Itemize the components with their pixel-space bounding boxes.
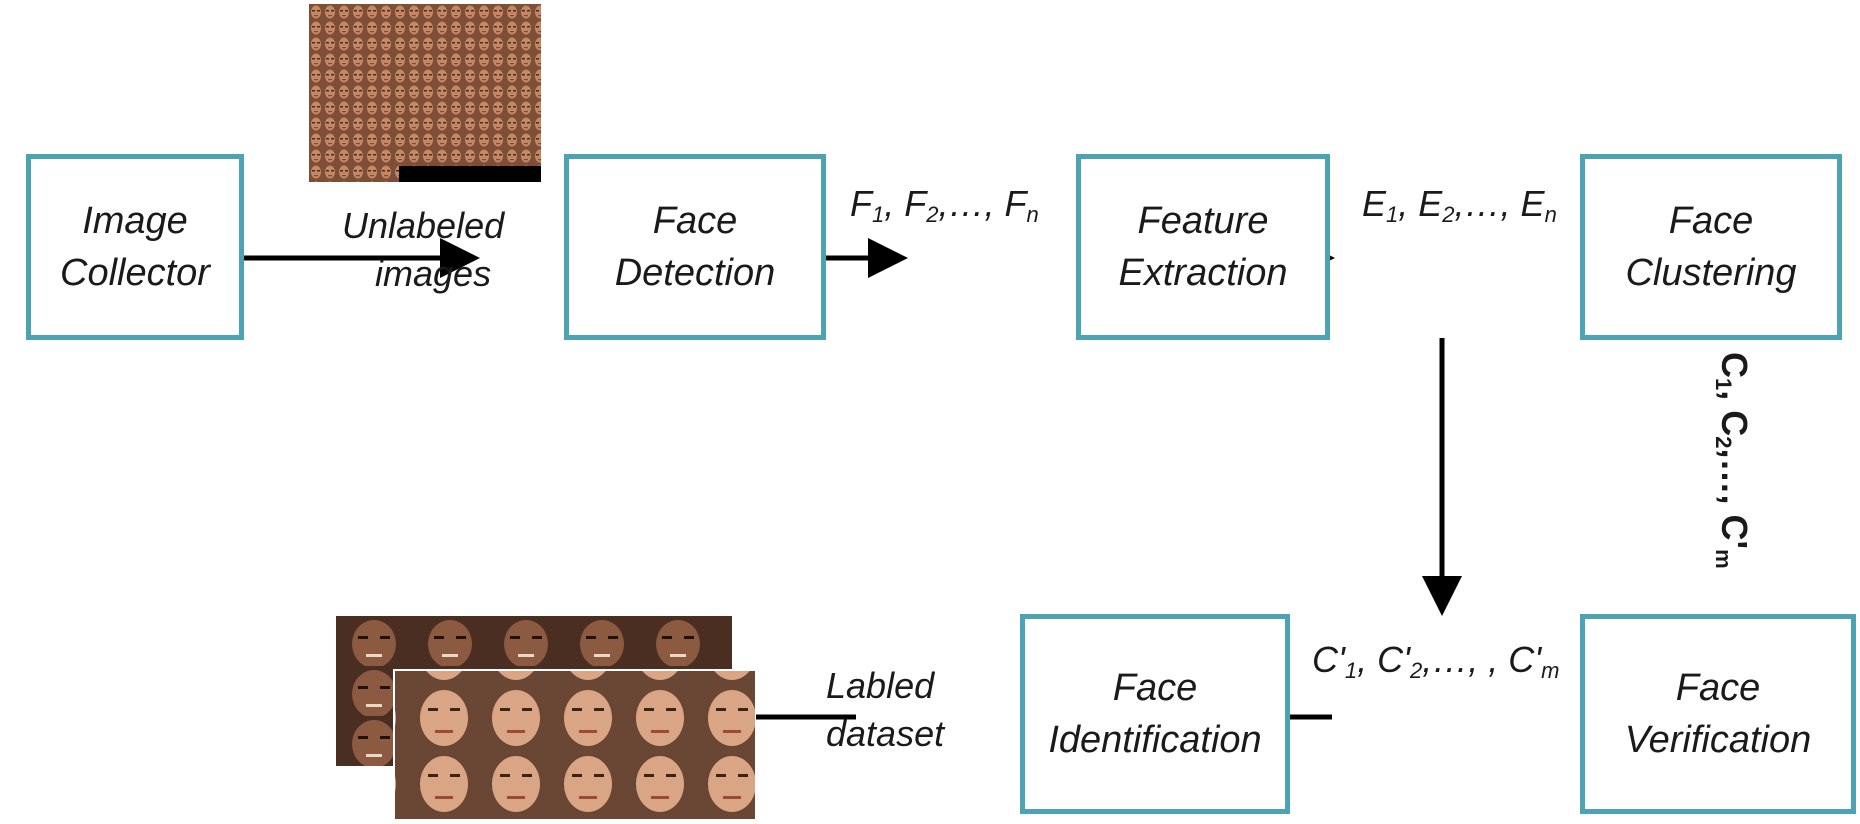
box-label-line2: Identification: [1048, 719, 1262, 761]
seq-part: F: [850, 183, 872, 224]
box-label-line1: Face: [1675, 667, 1761, 709]
seq-part: , E: [1398, 183, 1443, 224]
box-label-line1: Face: [652, 200, 738, 242]
f-sequence-label: F1, F2,…, Fn: [850, 180, 1039, 239]
label-line1: Unlabeled: [342, 205, 505, 246]
feature-extraction-box: Feature Extraction: [1076, 154, 1330, 340]
box-label-line2: Clustering: [1625, 252, 1797, 294]
seq-part: , C: [1714, 390, 1755, 437]
seq-sub: n: [1026, 202, 1039, 227]
seq-part: , F: [884, 183, 927, 224]
seq-sub: 1: [1386, 202, 1399, 227]
c-sequence-label: C1, C2,…, C'm: [1699, 352, 1758, 569]
seq-part: ,…, E: [1454, 183, 1545, 224]
box-label-line1: Image: [82, 200, 188, 242]
labeled-dataset-label: Labled dataset: [826, 662, 944, 758]
seq-part: , C': [1357, 639, 1410, 680]
face-verification-box: Face Verification: [1580, 614, 1856, 814]
seq-part: ,…, , C': [1422, 639, 1542, 680]
label-line2: dataset: [826, 713, 945, 754]
seq-part: E: [1362, 183, 1387, 224]
e-sequence-label: E1, E2,…, En: [1362, 180, 1557, 239]
labeled-faces-image: [336, 616, 756, 820]
box-label-line2: Collector: [60, 252, 210, 294]
seq-sub: m: [1541, 658, 1560, 683]
seq-sub: 2: [1711, 436, 1736, 449]
face-clustering-box: Face Clustering: [1580, 154, 1842, 340]
seq-sub: 2: [1442, 202, 1455, 227]
box-label-line2: Detection: [614, 252, 776, 294]
seq-sub: 2: [926, 202, 939, 227]
seq-part: C': [1312, 639, 1345, 680]
seq-part: ,…, C': [1714, 448, 1755, 550]
unlabeled-images-label: Unlabeled images: [342, 202, 504, 298]
box-label-line1: Feature: [1137, 200, 1269, 242]
c-prime-sequence-label: C'1, C'2,…, , C'm: [1312, 636, 1559, 695]
box-label-line1: Face: [1668, 200, 1754, 242]
box-label-line1: Face: [1112, 667, 1198, 709]
label-line2: images: [375, 253, 492, 294]
seq-part: ,…, F: [938, 183, 1027, 224]
seq-sub: n: [1544, 202, 1557, 227]
face-detection-box: Face Detection: [564, 154, 826, 340]
label-line1: Labled: [826, 665, 935, 706]
seq-part: C: [1714, 352, 1755, 378]
unlabeled-faces-image: [309, 4, 541, 182]
seq-sub: 1: [1344, 658, 1358, 683]
seq-sub: 1: [872, 202, 885, 227]
face-identification-box: Face Identification: [1020, 614, 1290, 814]
seq-sub: m: [1711, 549, 1736, 569]
image-collector-box: Image Collector: [26, 154, 244, 340]
box-label-line2: Extraction: [1118, 252, 1288, 294]
seq-sub: 2: [1410, 658, 1423, 683]
box-label-line2: Verification: [1624, 719, 1812, 761]
seq-sub: 1: [1711, 378, 1736, 391]
